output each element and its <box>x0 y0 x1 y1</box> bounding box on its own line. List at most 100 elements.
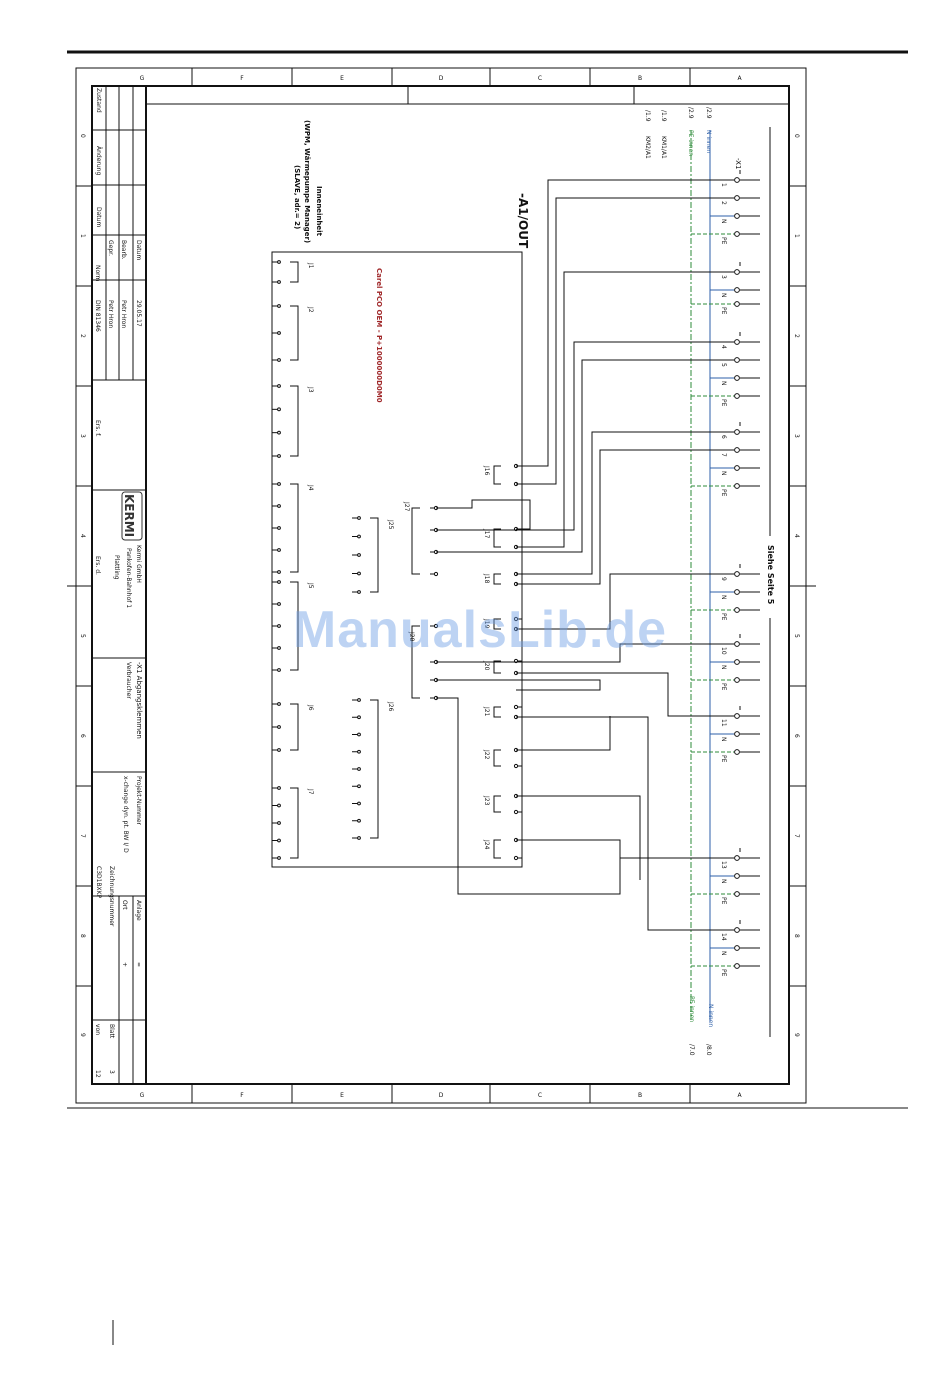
terminal-7 <box>734 447 740 453</box>
j27-pin <box>433 623 439 629</box>
terminal-label: N <box>720 219 727 224</box>
terminal-11 <box>734 713 740 719</box>
relay-pin-dot <box>357 715 361 720</box>
input-pin-dot <box>277 260 281 264</box>
relay-pin-dot <box>357 801 361 806</box>
terminal-n <box>734 465 740 471</box>
input-pin-dot <box>277 570 281 574</box>
terminal-label: 10 <box>720 647 727 655</box>
relay-wire-7 <box>516 431 734 575</box>
logo-box <box>121 491 143 541</box>
connector-j24 <box>493 839 501 859</box>
connector-j23 <box>493 795 501 813</box>
col-ref-bottom: A <box>737 1092 742 1099</box>
connector-label: J23 <box>483 795 490 806</box>
terminal-3 <box>734 269 740 275</box>
relay-wire-15 <box>516 839 734 859</box>
terminal-pe <box>734 231 740 237</box>
row-ref-right: 4 <box>793 534 800 538</box>
relay-wire-17 <box>516 716 734 931</box>
input-pin-dot <box>277 602 281 606</box>
col-ref-bottom: F <box>240 1092 244 1099</box>
input-pin-dot <box>277 548 281 552</box>
connector-label-j27: J27 <box>403 501 410 512</box>
tb-ort-label: Ort <box>121 900 128 910</box>
tb-projekt-label: Projekt-Nummer <box>135 776 142 826</box>
tb-von-value: 12 <box>94 1070 101 1078</box>
terminal-strip-label: -X1 <box>734 158 742 169</box>
relay-wire-6 <box>436 359 734 553</box>
terminal-1 <box>734 177 740 183</box>
km1-label: KM1/A1 <box>660 136 667 159</box>
tb-projekt-value: x-change dyn. pt. BW I/ D <box>122 776 129 853</box>
col-ref-top: D <box>439 75 444 82</box>
terminal-label: 4 <box>720 345 727 349</box>
pe-innen-out-label: PE innen <box>688 996 695 1022</box>
tb-zeichnung-value: C3D1BXKP <box>95 866 102 899</box>
output-pin <box>513 658 519 664</box>
col-ref-top: B <box>638 75 642 82</box>
row-ref-right: 2 <box>793 334 800 338</box>
connector-label: J20 <box>483 660 490 671</box>
inneneinheit-sub2: (SLAVE, adr.= 2) <box>293 165 301 229</box>
col-ref-top: E <box>340 75 344 82</box>
col-ref-bottom: C <box>538 1092 542 1099</box>
inneneinheit-title: Inneneinheit <box>315 186 323 237</box>
connector-j2 <box>290 305 299 361</box>
tb-norm-label: Norm <box>94 265 101 282</box>
col-ref-top: A <box>737 75 742 82</box>
tb-bearb-label: Bearb. <box>120 240 127 260</box>
connector-label: J18 <box>483 573 490 584</box>
relay-wire-12 <box>516 672 734 717</box>
tb-ers-f: Ers. f. <box>94 420 101 437</box>
siehe-seite: Siehe Seite 5 <box>766 545 775 605</box>
terminal-label: N <box>720 879 727 884</box>
relay-pin-dot <box>357 767 361 771</box>
col-ref-bottom: G <box>140 1092 145 1099</box>
connector-j3 <box>290 385 299 457</box>
terminal-label: PE <box>720 969 727 977</box>
terminal-n <box>734 945 740 951</box>
ref-n-out: /8.0 <box>705 1044 712 1056</box>
km2-label: KM2/A1 <box>644 136 651 159</box>
tb-city: Plattling <box>113 555 120 580</box>
col-ref-top: C <box>538 75 542 82</box>
connector-label: J4 <box>307 484 314 491</box>
terminal-label: N <box>720 665 727 670</box>
terminal-label: 5 <box>720 363 727 367</box>
tb-ers-d: Ers. d. <box>94 556 101 575</box>
relay-pin-dot <box>357 732 361 737</box>
output-pin <box>513 704 519 710</box>
row-ref-left: 4 <box>79 534 86 538</box>
tb-norm-value: DIN 81346 <box>94 300 101 332</box>
row-ref-left: 1 <box>79 234 86 238</box>
connector-label: J25 <box>387 519 394 530</box>
connector-j7 <box>290 787 299 859</box>
terminal-label: 9 <box>720 577 727 581</box>
relay-wire-8 <box>516 449 734 585</box>
input-pin-dot <box>277 407 281 412</box>
relay-wire-5 <box>436 341 734 531</box>
connector-label: J2 <box>307 306 314 313</box>
connector-label: J16 <box>483 465 490 476</box>
relay-wire-1 <box>516 179 734 467</box>
terminal-label: PE <box>720 237 727 245</box>
relay-wire-14 <box>516 795 641 880</box>
terminal-n <box>734 287 740 293</box>
row-ref-right: 6 <box>793 734 800 738</box>
input-pin-dot <box>277 803 281 808</box>
connector-label: J19 <box>483 618 490 629</box>
terminal-label: PE <box>720 683 727 691</box>
connector-label: J24 <box>483 839 490 850</box>
relay-pin-dot <box>357 836 361 840</box>
input-pin-dot <box>277 786 281 790</box>
row-ref-left: 9 <box>79 1033 86 1037</box>
connector-label: J1 <box>307 262 314 269</box>
connector-j18 <box>493 573 501 585</box>
terminal-label: 2 <box>720 201 727 205</box>
terminal-label: 1 <box>720 183 727 187</box>
col-ref-top: G <box>140 75 145 82</box>
output-pin <box>513 763 519 769</box>
tb-ort-value: + <box>121 962 128 967</box>
